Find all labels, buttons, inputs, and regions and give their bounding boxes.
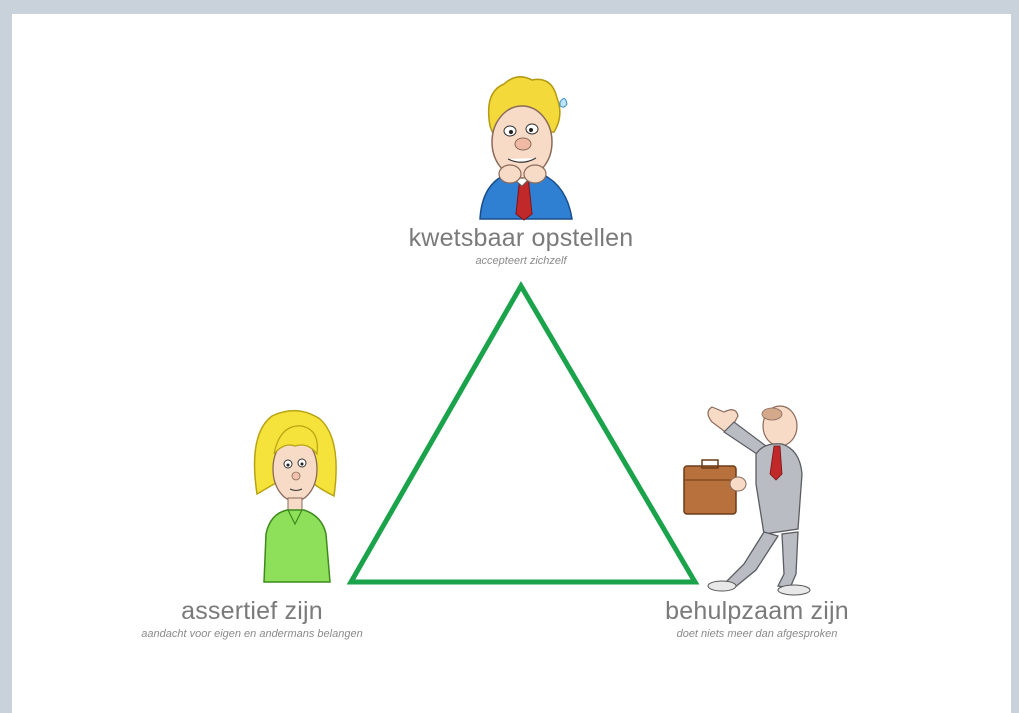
node-left: assertief zijn aandacht voor eigen en an…: [102, 597, 402, 640]
node-left-title: assertief zijn: [181, 597, 323, 625]
node-top-subtitle: accepteert zichzelf: [475, 255, 567, 267]
diagram-canvas: kwetsbaar opstellen accepteert zichzelf …: [12, 14, 1011, 713]
triangle: [346, 281, 700, 585]
diagram-graphics: [253, 76, 811, 596]
node-right-title: behulpzaam zijn: [665, 597, 849, 625]
worried-man-icon: [479, 76, 573, 221]
node-top: kwetsbaar opstellen accepteert zichzelf: [371, 224, 671, 267]
node-top-title: kwetsbaar opstellen: [408, 224, 634, 252]
node-left-subtitle: aandacht voor eigen en andermans belange…: [141, 628, 363, 640]
node-right-subtitle: doet niets meer dan afgesproken: [676, 628, 838, 640]
businessman-with-briefcase-icon: [683, 405, 811, 596]
blonde-woman-icon: [253, 410, 337, 583]
node-right: behulpzaam zijn doet niets meer dan afge…: [607, 597, 907, 640]
